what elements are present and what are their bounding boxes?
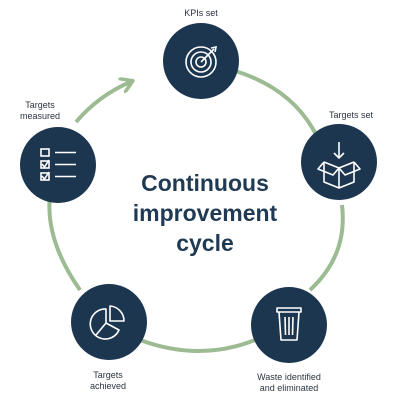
node-label-line: achieved	[89, 381, 127, 391]
cycle-arc-measured-to-kpis	[74, 82, 130, 124]
node-label-line: Waste identified	[257, 372, 321, 382]
node-label-targets-measured: Targets measured	[10, 100, 70, 122]
cycle-title-line-1: Continuous	[141, 170, 269, 196]
node-label-line: and eliminated	[259, 383, 319, 393]
node-label-targets-set: Targets set	[311, 110, 391, 121]
cycle-title-line-2: improvement	[132, 200, 278, 226]
node-kpis-set	[163, 23, 239, 99]
node-label-line: measured	[19, 111, 61, 121]
node-label-line: KPIs set	[184, 8, 218, 18]
node-label-line: Targets	[93, 370, 123, 380]
cycle-arc-targets-set-to-waste	[308, 204, 345, 292]
node-label-waste-identified: Waste identified and eliminated	[244, 372, 334, 394]
pie-chart-icon	[89, 305, 125, 340]
node-targets-measured	[20, 127, 96, 203]
checklist-icon	[40, 148, 76, 181]
node-targets-achieved	[71, 284, 147, 360]
node-targets-set	[301, 124, 377, 200]
node-label-line: Targets	[25, 100, 55, 110]
cycle-arc-kpis-to-targets-set	[231, 68, 324, 149]
cycle-arc-achieved-to-measured	[47, 194, 82, 292]
node-waste-identified	[251, 287, 327, 363]
node-label-kpis-set: KPIs set	[171, 8, 231, 19]
trash-can-icon	[276, 307, 302, 341]
cycle-arc-waste-to-achieved	[139, 338, 256, 353]
target-icon	[185, 45, 218, 78]
node-label-targets-achieved: Targets achieved	[78, 370, 138, 392]
cycle-title-line-3: cycle	[176, 230, 234, 256]
box-down-arrow-icon	[317, 142, 361, 189]
node-label-line: Targets set	[328, 110, 374, 120]
